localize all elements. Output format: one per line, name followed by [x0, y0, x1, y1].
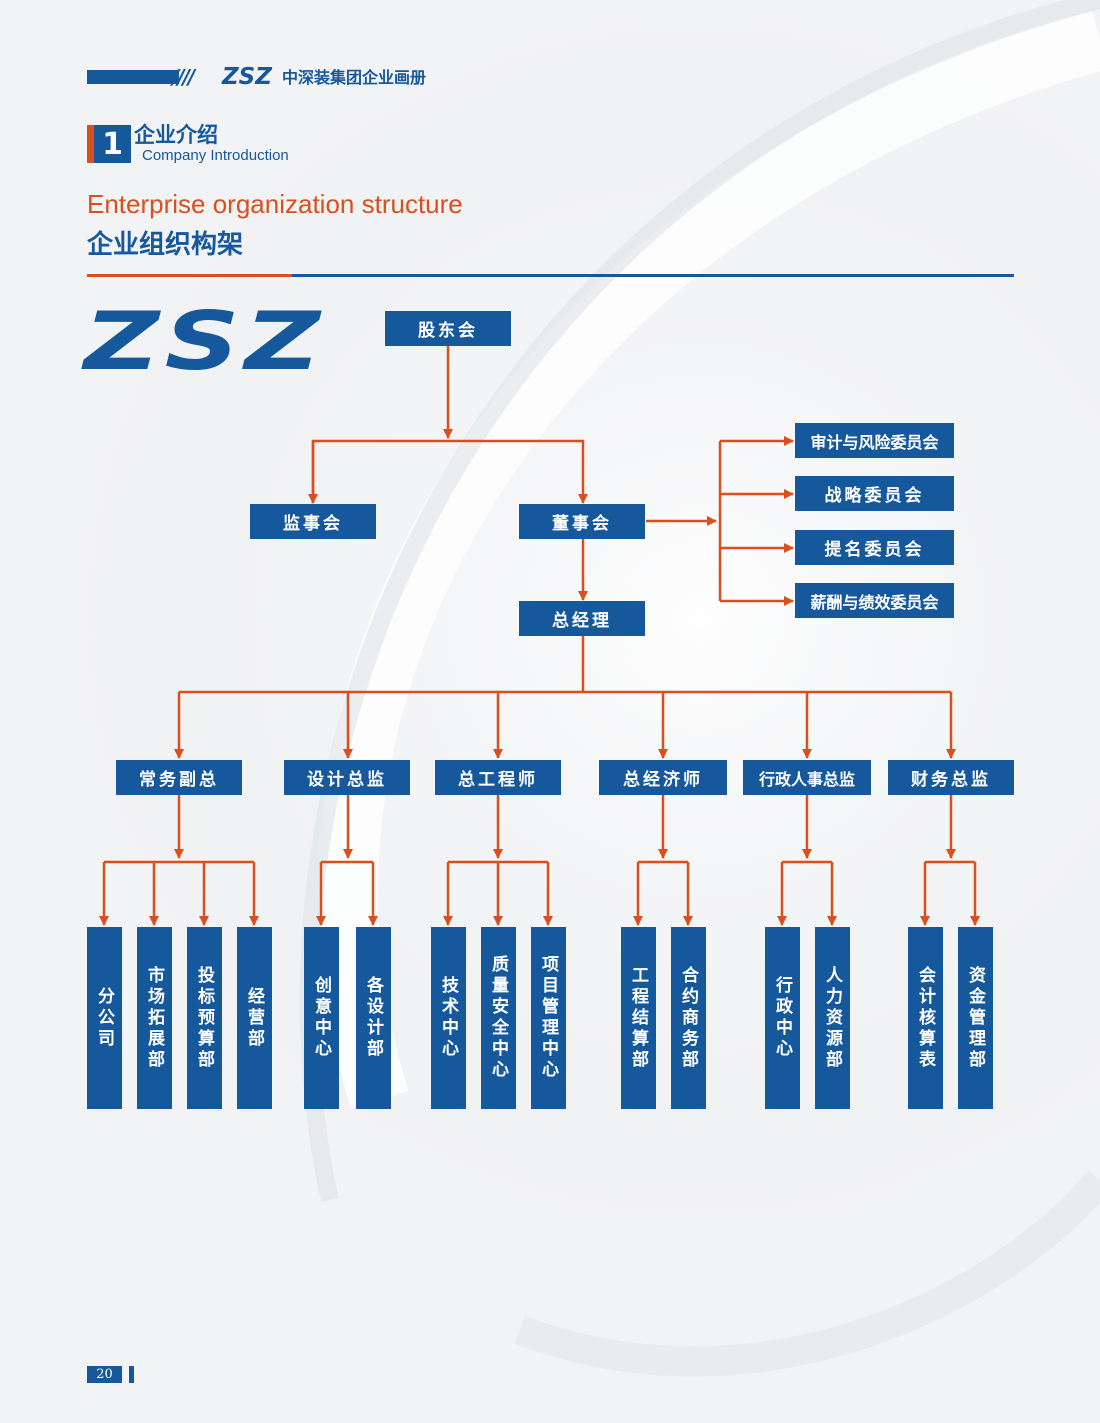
dept-branch-company: 分公司 — [87, 927, 122, 1109]
dept-creative-center: 创意中心 — [304, 927, 339, 1109]
dept-quality-safety-center: 质量安全中心 — [481, 927, 516, 1109]
divider-line — [292, 274, 1014, 277]
page-number: 20 — [87, 1366, 122, 1383]
section-title: 企业介绍 — [134, 123, 218, 147]
dept-technology-center: 技术中心 — [431, 927, 466, 1109]
committee-audit-risk: 审计与风险委员会 — [795, 423, 954, 458]
supervisors-box: 监事会 — [250, 504, 376, 539]
dept-design-departments: 各设计部 — [356, 927, 391, 1109]
committee-strategy: 战略委员会 — [795, 476, 954, 511]
header-logo: ZSZ — [222, 64, 272, 90]
exec-chief-economist: 总经济师 — [599, 760, 727, 795]
shareholders-box: 股东会 — [385, 311, 511, 346]
page-number-bar — [129, 1366, 134, 1383]
english-heading: Enterprise organization structure — [87, 189, 463, 219]
dept-fund-management: 资金管理部 — [958, 927, 993, 1109]
chinese-heading: 企业组织构架 — [87, 230, 244, 260]
dept-project-management-center: 项目管理中心 — [531, 927, 566, 1109]
dept-market-expansion: 市场拓展部 — [137, 927, 172, 1109]
dept-admin-center: 行政中心 — [765, 927, 800, 1109]
exec-finance-director: 财务总监 — [888, 760, 1014, 795]
dept-settlement: 工程结算部 — [621, 927, 656, 1109]
dept-accounting: 会计核算表 — [908, 927, 943, 1109]
header-bar — [87, 70, 179, 84]
dept-contracts-business: 合约商务部 — [671, 927, 706, 1109]
zsz-logo: ZSZ — [84, 295, 326, 388]
exec-chief-engineer: 总工程师 — [435, 760, 561, 795]
section-subtitle: Company Introduction — [142, 147, 289, 164]
divider-accent — [87, 274, 292, 277]
section-number: 1 — [94, 125, 131, 163]
board-box: 董事会 — [519, 504, 645, 539]
exec-design-director: 设计总监 — [284, 760, 410, 795]
general-manager-box: 总经理 — [519, 601, 645, 636]
committee-nomination: 提名委员会 — [795, 530, 954, 565]
exec-admin-hr-director: 行政人事总监 — [743, 760, 871, 795]
dept-operations: 经营部 — [237, 927, 272, 1109]
dept-human-resources: 人力资源部 — [815, 927, 850, 1109]
dept-bidding-budget: 投标预算部 — [187, 927, 222, 1109]
header-slashes: //// — [172, 65, 195, 89]
committee-compensation: 薪酬与绩效委员会 — [795, 583, 954, 618]
header-title: 中深装集团企业画册 — [282, 68, 427, 87]
section-accent — [87, 125, 94, 163]
exec-executive-vp: 常务副总 — [116, 760, 242, 795]
